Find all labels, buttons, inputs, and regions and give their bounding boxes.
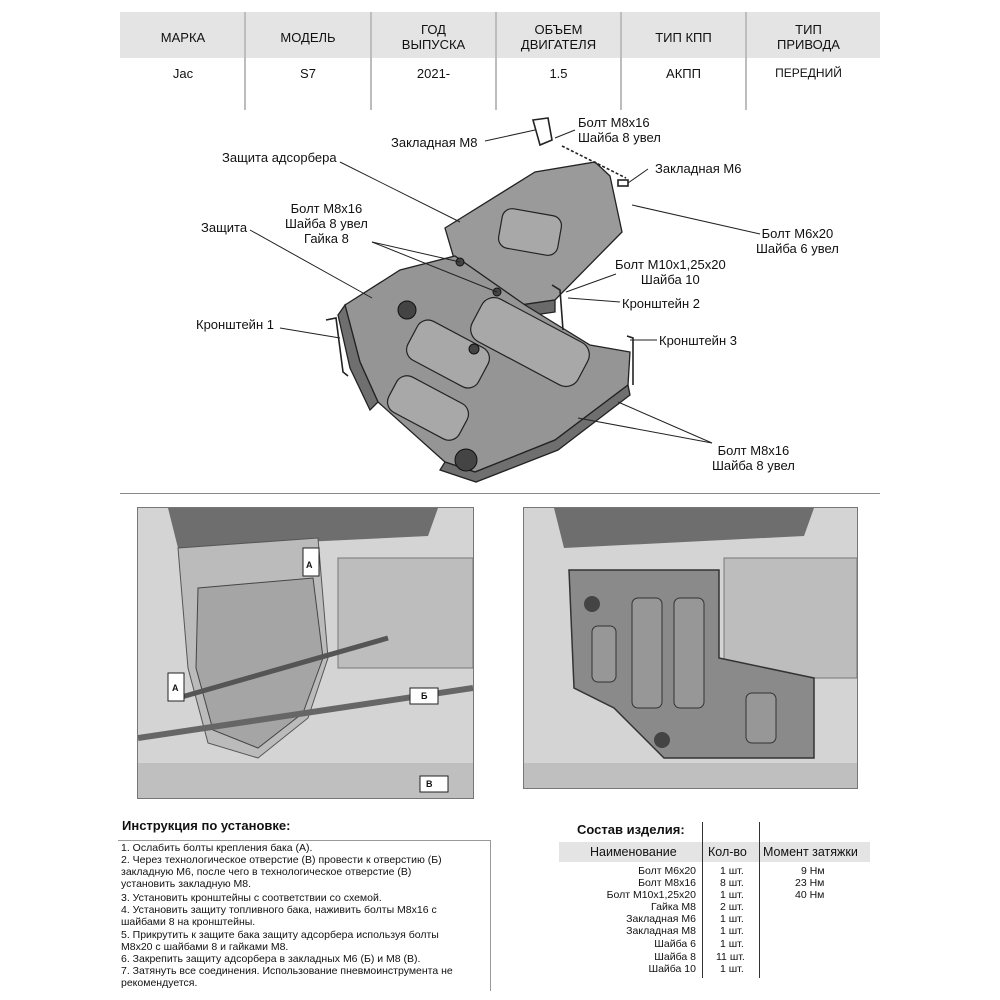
bracket-1 xyxy=(325,317,349,377)
spec-value-drive: ПЕРЕДНИЙ xyxy=(775,66,842,80)
instruction-line: 6. Закрепить защиту адсорбера в закладны… xyxy=(121,953,421,965)
tank-stamp-2 xyxy=(470,296,590,388)
part-name: Закладная М6 xyxy=(626,913,696,925)
exploded-diagram xyxy=(249,117,761,483)
tank-guard-bottom-edge xyxy=(439,383,631,483)
spec-value-engine: 1.5 xyxy=(549,66,568,81)
marker-a-left: А xyxy=(172,683,179,693)
spec-header-year: ГОД ВЫПУСКА xyxy=(401,22,466,52)
part-qty: 1 шт. xyxy=(720,938,744,950)
spec-header-drive: ТИП ПРИВОДА xyxy=(777,22,840,52)
part-name: Гайка М8 xyxy=(651,901,696,913)
part-name: Шайба 6 xyxy=(654,938,696,950)
part-name: Шайба 8 xyxy=(654,951,696,963)
parts-header-name: Наименование xyxy=(590,845,677,859)
spec-value-model: S7 xyxy=(300,66,316,81)
label-kronshtein-2: Кронштейн 2 xyxy=(622,296,700,311)
part-torque: 40 Нм xyxy=(795,889,825,901)
part-torque: 9 Нм xyxy=(801,865,825,877)
part-qty: 8 шт. xyxy=(720,877,744,889)
parts-header-qty: Кол-во xyxy=(708,845,747,859)
label-zakladnaya-m8: Закладная М8 xyxy=(391,135,478,150)
adsorber-stamp xyxy=(497,208,563,256)
part-torque: 23 Нм xyxy=(795,877,825,889)
photo-after-drawing xyxy=(524,508,857,788)
spec-header-band xyxy=(120,12,880,58)
instruction-line: 7. Затянуть все соединения. Использовани… xyxy=(121,965,453,977)
instruction-line: 5. Прикрутить к защите бака защиту адсор… xyxy=(121,929,439,941)
photo-after xyxy=(523,507,858,789)
spec-separator xyxy=(370,12,372,110)
marker-v: В xyxy=(426,779,433,789)
label-bolt-m8-bottom: Болт М8х16 Шайба 8 увел xyxy=(712,443,795,473)
instruction-line: 1. Ослабить болты крепления бака (А). xyxy=(121,842,313,854)
instruction-line: 4. Установить защиту топливного бака, на… xyxy=(121,904,437,916)
marker-b: Б xyxy=(421,691,428,701)
spec-header-engine: ОБЪЕМ ДВИГАТЕЛЯ xyxy=(520,22,597,52)
instruction-line: закладную М6, после чего в технологическ… xyxy=(121,866,412,878)
label-bolt-m10: Болт М10х1,25х20 Шайба 10 xyxy=(615,257,726,287)
spec-header-gearbox: ТИП КПП xyxy=(655,30,712,45)
spec-separator xyxy=(745,12,747,110)
bolt-top xyxy=(561,145,627,179)
parts-header-band xyxy=(559,842,870,862)
instruction-line: шайбами 8 на кронштейны. xyxy=(121,916,256,928)
tank-hole-1 xyxy=(397,300,417,320)
tank-hole-3 xyxy=(468,343,480,355)
part-name: Болт М8х16 xyxy=(638,877,696,889)
tank-hole-2 xyxy=(454,448,478,472)
parts-col-separator xyxy=(702,822,703,978)
instruction-line: рекомендуется. xyxy=(121,977,198,989)
part-qty: 2 шт. xyxy=(720,901,744,913)
instructions-title: Инструкция по установке: xyxy=(122,818,291,833)
label-zashchita-adsorbera: Защита адсорбера xyxy=(222,150,337,165)
spec-separator xyxy=(244,12,246,110)
instruction-line: 2. Через технологическое отверстие (В) п… xyxy=(121,854,442,866)
label-kronshtein-3: Кронштейн 3 xyxy=(659,333,737,348)
part-qty: 1 шт. xyxy=(720,913,744,925)
tank-stamp-3 xyxy=(386,375,470,441)
spec-separator xyxy=(620,12,622,110)
label-zashchita: Защита xyxy=(201,220,248,235)
parts-col-separator xyxy=(759,822,760,978)
label-bolt-m6: Болт М6х20 Шайба 6 увел xyxy=(756,226,839,256)
spec-separator xyxy=(495,12,497,110)
spec-header-brand: МАРКА xyxy=(160,30,206,45)
part-qty: 1 шт. xyxy=(720,865,744,877)
label-bolt-m8-mid: Болт М8х16 Шайба 8 увел Гайка 8 xyxy=(285,201,368,246)
part-name: Закладная М8 xyxy=(626,925,696,937)
part-qty: 1 шт. xyxy=(720,925,744,937)
embed-m6 xyxy=(617,179,629,187)
tank-stamp-1 xyxy=(405,319,491,389)
photo-before: А А Б В xyxy=(137,507,474,799)
marker-a-top: А xyxy=(306,560,313,570)
part-qty: 11 шт. xyxy=(716,951,745,963)
bracket-2 xyxy=(551,284,564,331)
label-bolt-m8-top: Болт М8х16 Шайба 8 увел xyxy=(578,115,661,145)
part-name: Болт М10х1,25х20 xyxy=(606,889,696,901)
parts-title: Состав изделия: xyxy=(577,822,685,837)
instructions-box xyxy=(118,840,491,991)
label-zakladnaya-m6: Закладная М6 xyxy=(655,161,742,176)
spec-value-brand: Jac xyxy=(172,66,194,81)
tank-guard-edge xyxy=(337,303,379,412)
instruction-line: 3. Установить кронштейны с соответствии … xyxy=(121,892,382,904)
bracket-3 xyxy=(626,335,634,385)
spec-value-gearbox: АКПП xyxy=(666,66,701,81)
label-kronshtein-1: Кронштейн 1 xyxy=(196,317,274,332)
instruction-line: установить закладную М8. xyxy=(121,878,251,890)
embed-m8 xyxy=(531,117,553,147)
spec-header-model: МОДЕЛЬ xyxy=(280,30,336,45)
part-name: Болт М6х20 xyxy=(638,865,696,877)
section-divider xyxy=(120,493,880,494)
part-name: Шайба 10 xyxy=(648,963,696,975)
photo-before-drawing xyxy=(138,508,473,798)
spec-value-year: 2021- xyxy=(416,66,451,81)
part-qty: 1 шт. xyxy=(720,889,744,901)
instruction-line: М8х20 с шайбами 8 и гайками М8. xyxy=(121,941,289,953)
parts-header-torque: Момент затяжки xyxy=(763,845,858,859)
part-qty: 1 шт. xyxy=(720,963,744,975)
